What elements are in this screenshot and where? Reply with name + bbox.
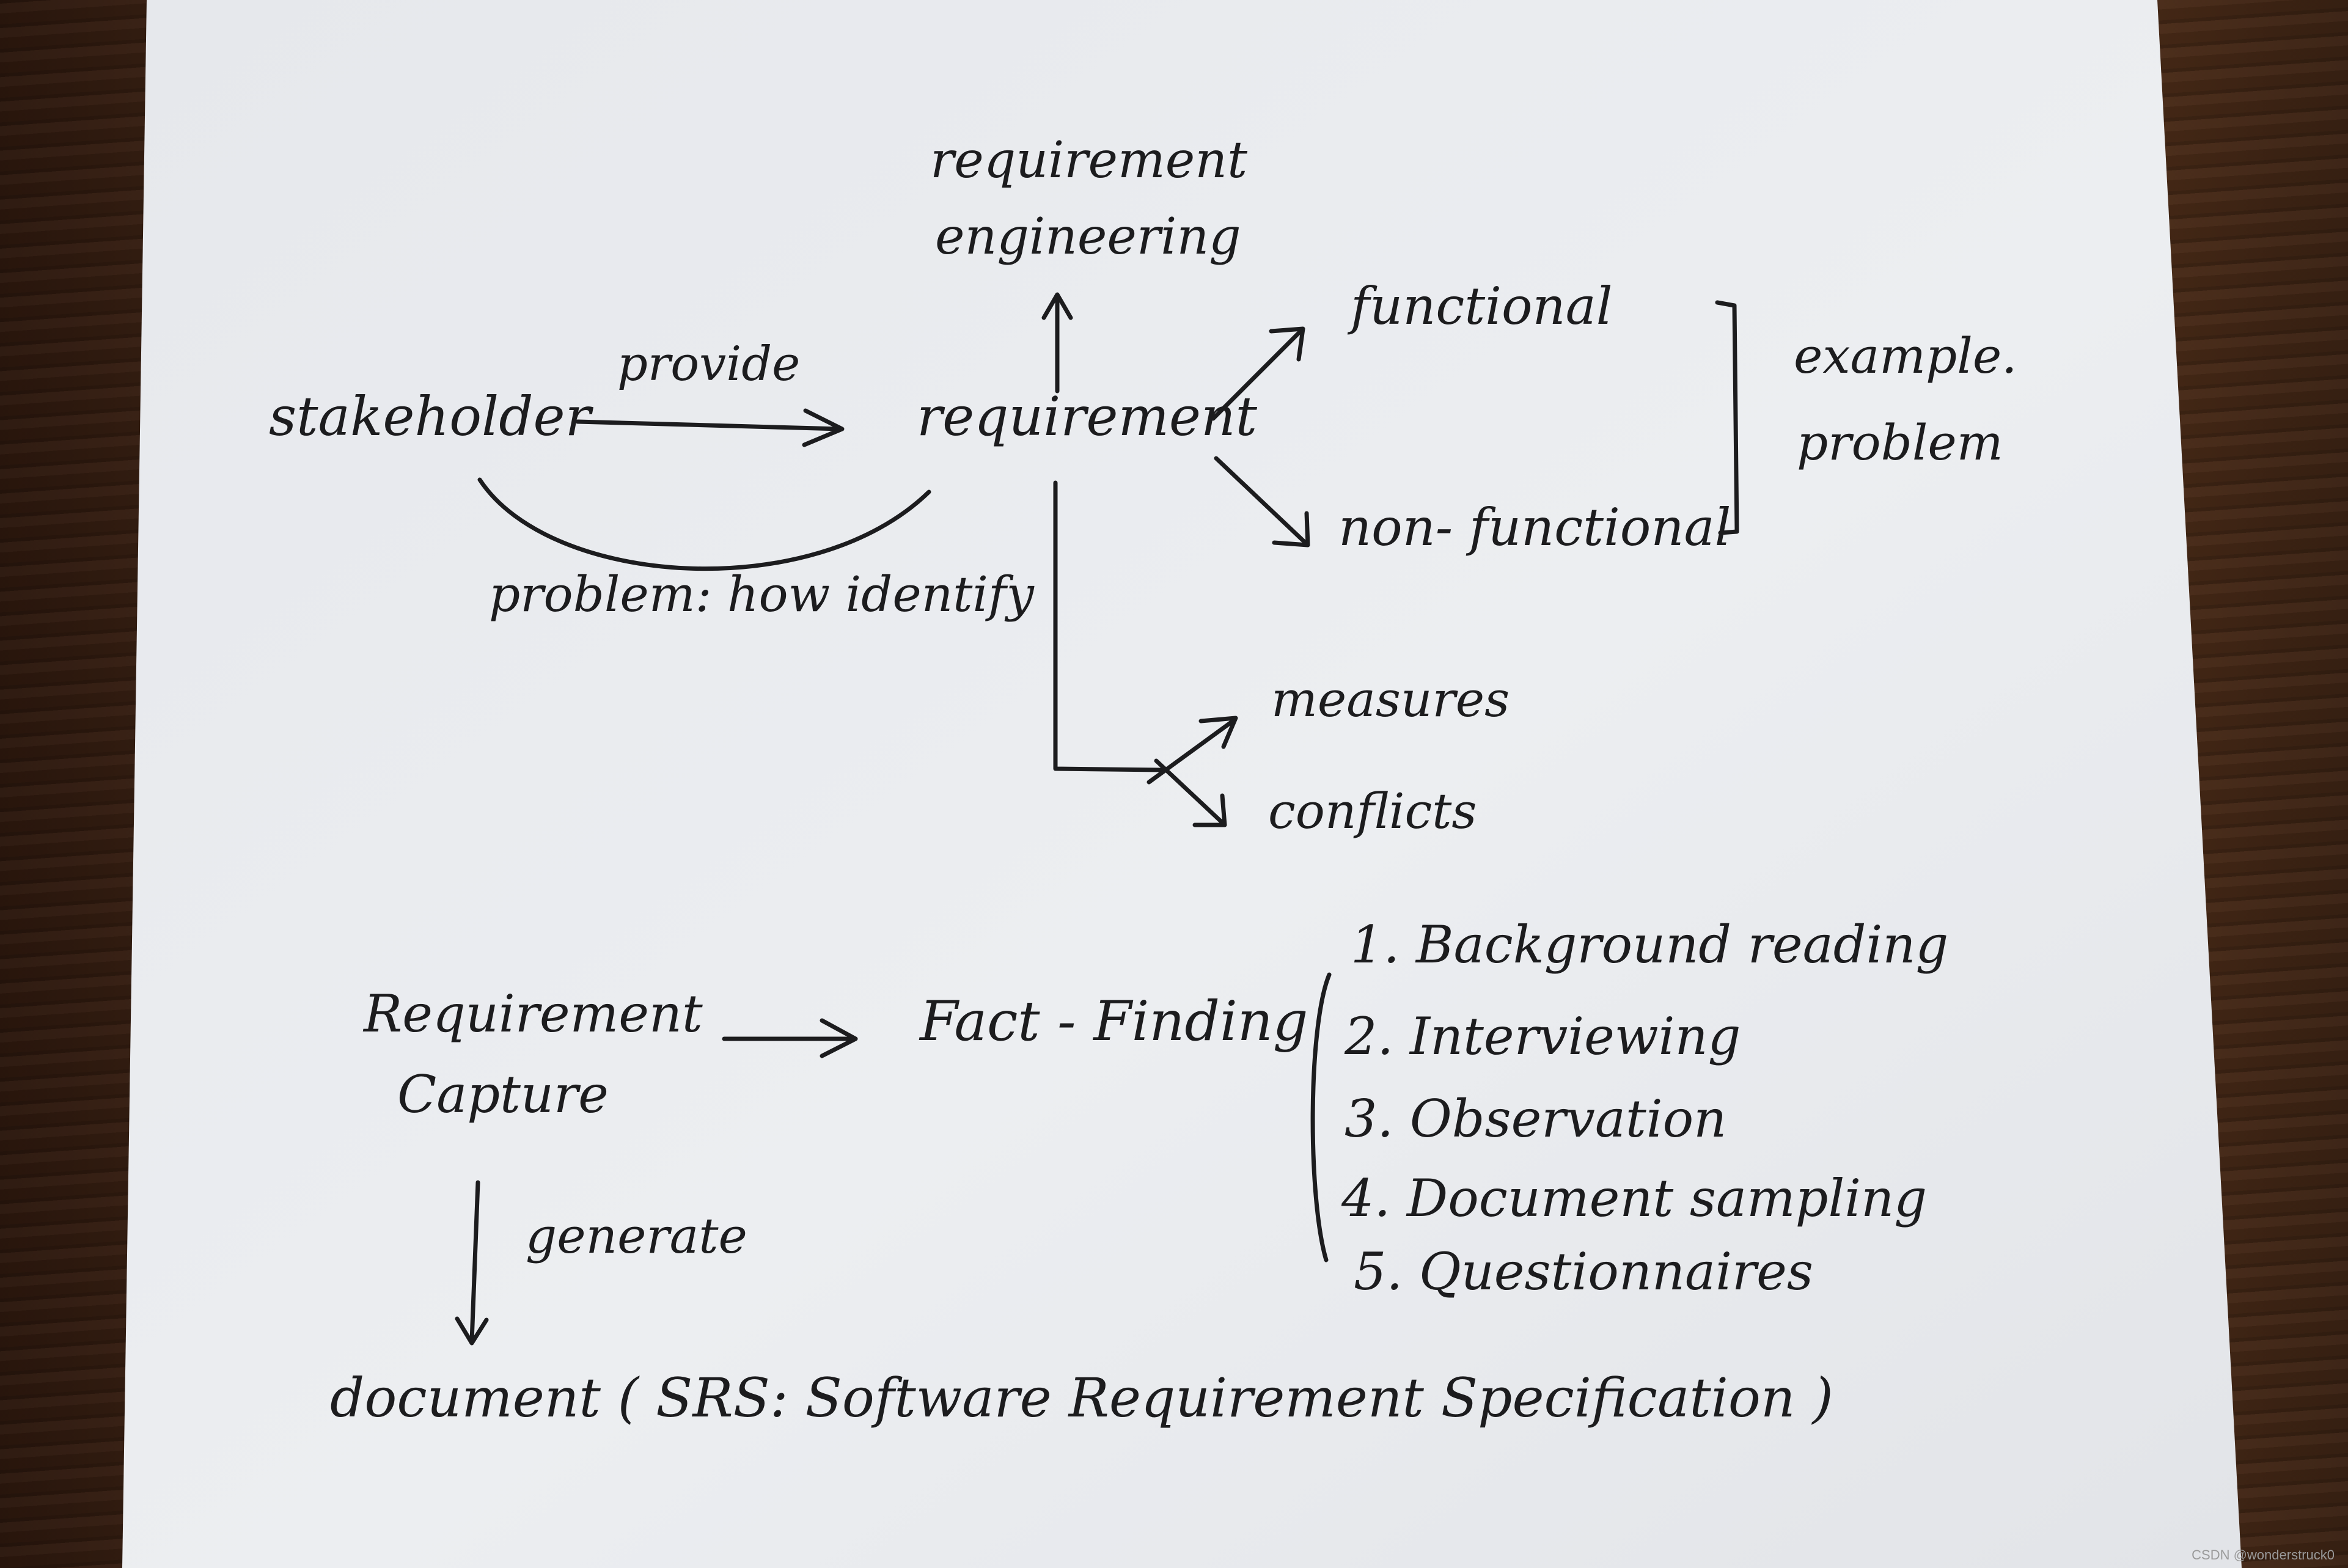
fact-finding-label: Fact - Finding: [919, 989, 1308, 1053]
requirement-label: requirement: [917, 385, 1258, 448]
arrow-to-functional: [1211, 326, 1305, 421]
requirement-capture-line1: Requirement: [362, 984, 703, 1044]
example-label: example.: [1794, 328, 2017, 384]
method-item: 1. Background reading: [1351, 915, 1948, 975]
method-item: 3. Observation: [1345, 1089, 1726, 1149]
measures-label: measures: [1271, 671, 1510, 728]
fact-finding-methods-list: 1. Background reading 2. Interviewing 3.…: [1341, 915, 1948, 1302]
watermark: CSDN @wonderstruck0: [2192, 1547, 2335, 1563]
requirement-down-branch: [1053, 480, 1164, 772]
problem-how-identify-label: problem: how identify: [489, 566, 1035, 623]
requirement-engineering-line1: requirement: [930, 131, 1248, 189]
method-item: 4. Document sampling: [1341, 1168, 1927, 1228]
arrow-to-conflicts: [1154, 758, 1227, 827]
generate-arrow: [455, 1180, 489, 1346]
requirement-engineering-line2: engineering: [935, 208, 1241, 266]
arrow-to-measures: [1146, 716, 1238, 785]
generate-label: generate: [526, 1207, 747, 1264]
up-arrow-to-requirement-engineering: [1041, 292, 1073, 394]
srs-document-label: document ( SRS: Software Requirement Spe…: [330, 1366, 1833, 1429]
method-item: 2. Interviewing: [1344, 1006, 1741, 1066]
stakeholder-label: stakeholder: [269, 385, 594, 448]
conflicts-label: conflicts: [1268, 783, 1477, 840]
functional-label: functional: [1347, 276, 1613, 336]
methods-left-bracket: [1310, 972, 1332, 1262]
problem-label: problem: [1797, 414, 2003, 471]
provide-arrow: [575, 408, 845, 447]
method-item: 5. Questionnaires: [1354, 1242, 1813, 1302]
provide-label: provide: [617, 337, 800, 392]
arrow-to-fact-finding: [722, 1018, 858, 1058]
non-functional-label: non- functional: [1338, 497, 1731, 557]
right-bracket: [1715, 300, 1739, 535]
stakeholder-requirement-curve: [477, 477, 931, 571]
requirement-capture-line2: Capture: [397, 1064, 609, 1124]
arrow-to-non-functional: [1214, 456, 1310, 548]
